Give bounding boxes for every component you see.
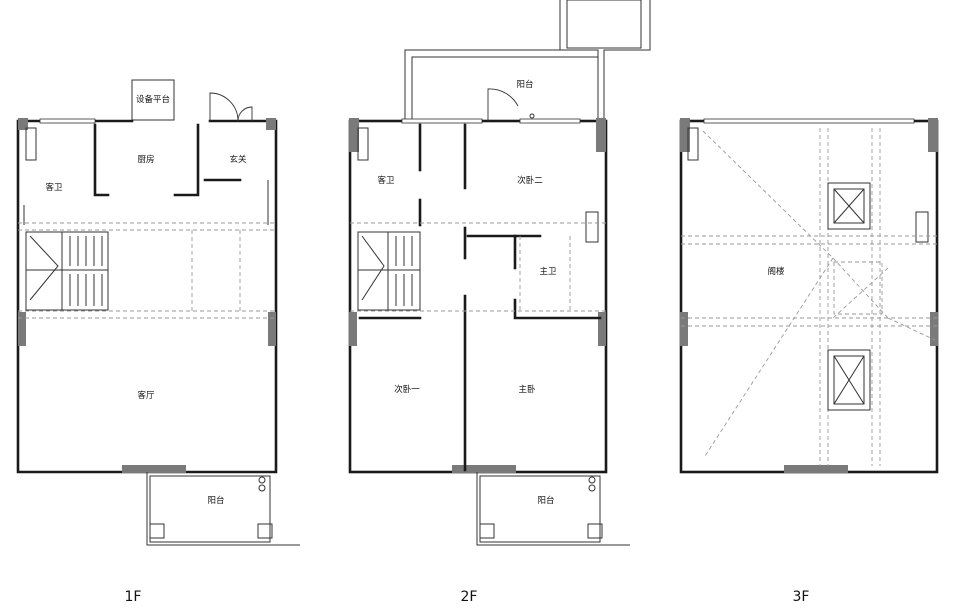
exterior-wall-1f: [16, 119, 278, 474]
balcony-outline: [146, 472, 300, 546]
column: [266, 118, 276, 130]
fixture: [915, 211, 929, 243]
plan-3f: 阁楼 3F: [679, 118, 939, 605]
column: [18, 312, 26, 346]
drain-icon: [588, 484, 596, 492]
room-label-equipment-platform: 设备平台: [136, 94, 170, 105]
balcony-rail: [479, 475, 601, 543]
column: [268, 312, 276, 346]
plan-1f: 设备平台 厨房 玄关 客卫 客厅 阳台 1F: [16, 79, 300, 605]
room-label-second-bedroom-1: 次卧一: [394, 384, 420, 395]
floor-label-3f: 3F: [793, 589, 810, 605]
window: [401, 118, 483, 124]
floor-label-2f: 2F: [461, 589, 478, 605]
column: [349, 118, 359, 152]
room-label-balcony-top: 阳台: [516, 79, 533, 90]
roof-slope-line: [704, 257, 834, 457]
entrance-door: [237, 106, 253, 122]
plan-2f: 阳台 客卫 次卧二 主卫 次卧一 主卧 阳台 2F: [348, 0, 651, 605]
drain-icon: [258, 484, 266, 492]
column: [784, 465, 848, 473]
balcony-planter: [257, 523, 273, 539]
balcony-planter: [587, 523, 603, 539]
drain-icon: [258, 476, 266, 484]
column: [930, 312, 938, 346]
window: [519, 118, 581, 124]
column: [349, 312, 357, 346]
kitchen-wall: [173, 123, 200, 197]
staircase: [25, 231, 109, 311]
bathroom-fixture: [585, 211, 599, 243]
balcony-door: [487, 88, 519, 121]
window: [703, 118, 915, 124]
upper-balcony-outline: [404, 0, 561, 121]
roof-slope-line: [832, 257, 889, 319]
entrance-door: [209, 92, 239, 122]
column: [928, 118, 938, 152]
room-label-balcony-bottom: 阳台: [537, 495, 554, 506]
room-label-master-bedroom: 主卧: [518, 384, 536, 395]
skylight-icon: [827, 349, 871, 411]
balcony-planter: [479, 523, 495, 539]
room-label-guest-bath: 客卫: [377, 175, 395, 186]
bathroom-fixture: [357, 127, 369, 161]
column: [680, 312, 688, 346]
bathroom-fixture: [25, 127, 37, 161]
upper-balcony-outline: [411, 56, 598, 121]
kitchen-wall: [93, 123, 110, 197]
interior-wall: [513, 298, 602, 320]
skylight-icon: [827, 182, 871, 230]
balcony-rail: [149, 475, 271, 543]
exterior-wall-3f: [679, 119, 939, 474]
room-label-second-bedroom-2: 次卧二: [517, 175, 543, 186]
roof-slope-line: [887, 317, 936, 341]
column: [122, 465, 186, 473]
column: [680, 118, 690, 152]
roof-slope-line: [832, 267, 889, 319]
room-label-guest-bath: 客卫: [45, 182, 63, 193]
room-label-living-room: 客厅: [137, 390, 155, 401]
staircase: [357, 231, 421, 311]
column: [18, 118, 28, 130]
floor-label-1f: 1F: [125, 589, 142, 605]
drain-icon: [529, 113, 535, 119]
balcony-outline: [476, 472, 630, 546]
column: [598, 312, 606, 346]
stair-void-outline: [833, 261, 883, 315]
column: [596, 118, 606, 152]
upper-balcony-outline: [560, 49, 599, 121]
drain-icon: [588, 476, 596, 484]
room-label-balcony: 阳台: [207, 495, 224, 506]
roof-slope-line: [702, 130, 834, 259]
room-label-kitchen: 厨房: [137, 154, 154, 165]
room-label-entrance: 玄关: [229, 154, 247, 165]
upper-balcony-outline: [603, 0, 651, 121]
fixture: [687, 127, 699, 161]
upper-platform: [566, 0, 642, 49]
column: [452, 465, 516, 473]
window: [39, 118, 96, 124]
room-label-attic: 阁楼: [767, 266, 785, 277]
equipment-platform-outline: [131, 79, 175, 121]
balcony-planter: [149, 523, 165, 539]
room-label-master-bath: 主卫: [539, 266, 557, 277]
